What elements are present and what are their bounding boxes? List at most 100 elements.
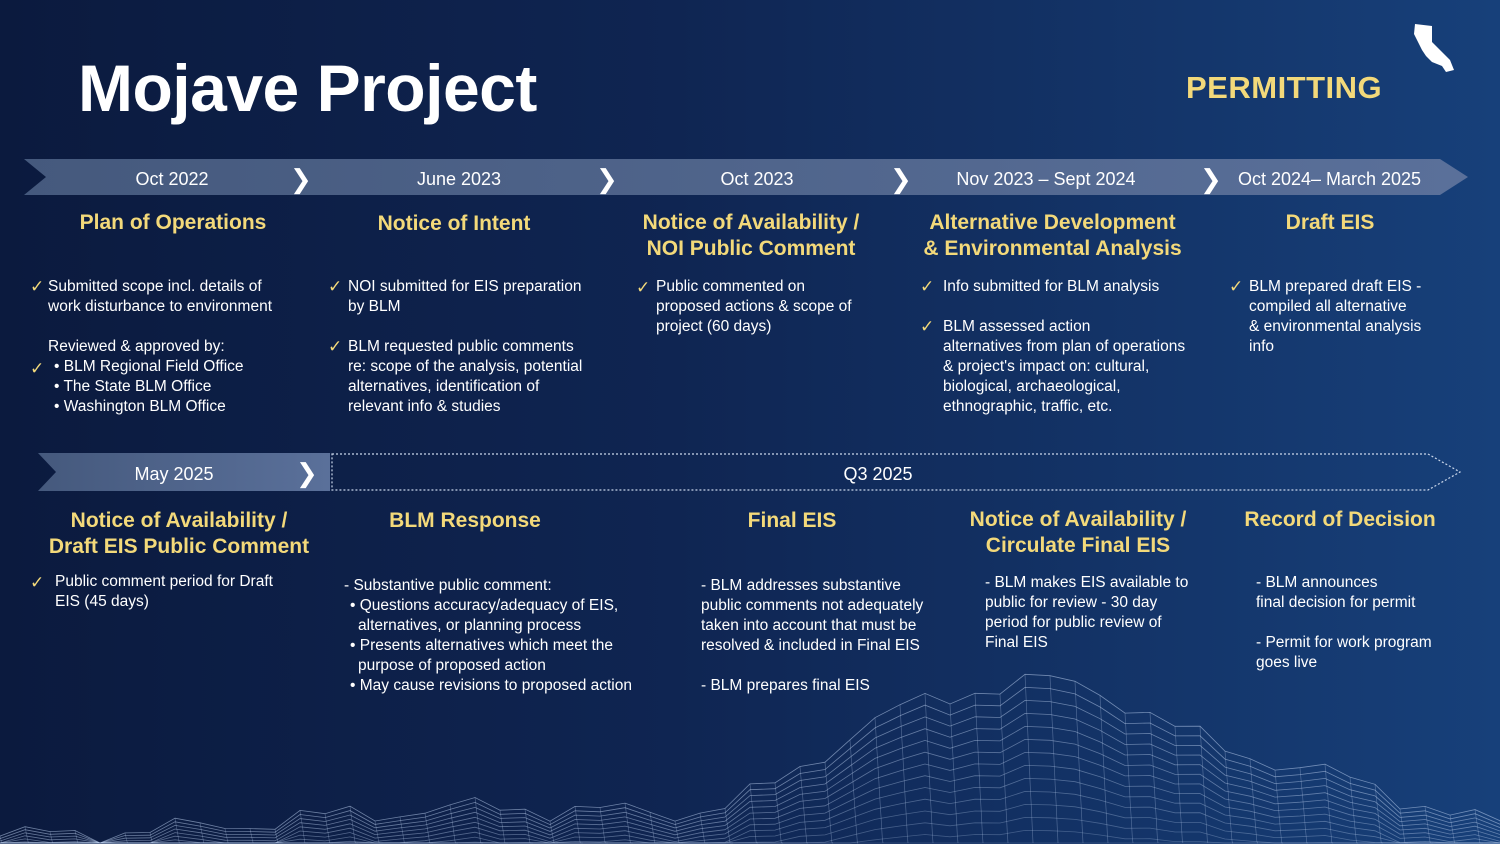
mesh-line	[1274, 770, 1283, 844]
mesh-line	[574, 806, 583, 844]
check-icon: ✓	[920, 317, 935, 336]
date-oct-2024-march-2025: Oct 2024– March 2025	[1237, 169, 1422, 189]
check-icon: ✓	[30, 573, 45, 592]
mesh-line	[1149, 712, 1159, 844]
mesh-line	[0, 816, 1500, 844]
mesh-line	[474, 797, 483, 844]
mesh-line	[1199, 726, 1209, 844]
mesh-line	[0, 673, 1500, 844]
heading-noa-noi-public-comment: Notice of Availability / NOI Public Comm…	[642, 211, 860, 260]
mesh-line	[0, 699, 1500, 844]
mesh-line	[524, 809, 533, 844]
mesh-line	[1174, 726, 1184, 844]
mesh-line	[624, 803, 633, 844]
permitting-badge: PERMITTING	[1186, 70, 1383, 105]
mesh-line	[0, 829, 1500, 844]
chevron-right-icon: ❯	[890, 164, 912, 194]
heading-blm-response: BLM Response	[389, 509, 541, 532]
timeline-band-row2	[38, 453, 1462, 491]
mesh-line	[1449, 815, 1458, 844]
mesh-line	[374, 820, 383, 844]
mesh-line	[1399, 808, 1408, 844]
heading-notice-of-intent: Notice of Intent	[377, 212, 531, 235]
date-may-2025: May 2025	[134, 464, 214, 484]
body-notice-of-intent: NOI submitted for EIS preparation by BLM…	[348, 278, 583, 415]
mesh-line	[49, 831, 58, 844]
mesh-line	[1349, 777, 1358, 844]
heading-draft-eis: Draft EIS	[1285, 211, 1375, 234]
mesh-line	[174, 818, 183, 844]
mesh-line	[924, 693, 934, 844]
body-noa-draft-eis: Public comment period for Draft EIS (45 …	[55, 573, 273, 610]
mesh-line	[0, 751, 1500, 844]
page-title: Mojave Project	[78, 51, 537, 125]
mesh-line	[0, 790, 1500, 844]
chevron-right-icon: ❯	[1200, 164, 1222, 194]
body-draft-eis: BLM prepared draft EIS - compiled all al…	[1249, 278, 1422, 355]
mesh-line	[1324, 764, 1333, 844]
mesh-line	[299, 810, 308, 844]
date-oct-2023: Oct 2023	[720, 169, 794, 189]
check-icon: ✓	[1229, 277, 1244, 296]
wireframe-mountain-graphic	[0, 673, 1500, 844]
mesh-line	[0, 738, 1500, 844]
mesh-line	[349, 806, 358, 844]
mesh-line	[824, 762, 833, 844]
mesh-line	[649, 812, 658, 844]
mesh-line	[1249, 758, 1258, 844]
mesh-line	[999, 694, 1009, 844]
mesh-line	[799, 766, 808, 844]
check-icon: ✓	[30, 277, 45, 296]
mesh-line	[0, 764, 1500, 844]
heading-final-eis: Final EIS	[747, 509, 837, 532]
mesh-line	[0, 725, 1500, 844]
mesh-line	[1074, 681, 1084, 844]
mesh-line	[0, 777, 1500, 844]
mesh-line	[249, 828, 258, 844]
mesh-line	[724, 808, 733, 844]
mesh-line	[949, 703, 959, 844]
body-final-eis: - BLM addresses substantive public comme…	[701, 577, 924, 694]
mesh-line	[149, 832, 158, 844]
body-alternative-development: Info submitted for BLM analysis BLM asse…	[943, 278, 1186, 415]
mesh-line	[0, 686, 1500, 844]
timeline-band-row1	[24, 159, 1468, 195]
check-icon: ✓	[328, 337, 343, 356]
check-icon: ✓	[636, 278, 651, 297]
body-blm-response: - Substantive public comment: • Question…	[344, 577, 632, 694]
check-icon: ✓	[328, 277, 343, 296]
check-icon: ✓	[920, 277, 935, 296]
mesh-line	[274, 829, 283, 844]
mesh-line	[1299, 767, 1308, 844]
mesh-line	[324, 813, 333, 844]
mesh-line	[74, 830, 83, 844]
mesh-line	[899, 704, 909, 844]
mesh-line	[0, 712, 1500, 844]
heading-alternative-development: Alternative Development & Environmental …	[923, 211, 1182, 260]
date-q3-2025: Q3 2025	[843, 464, 913, 484]
mesh-line	[1124, 713, 1134, 844]
mesh-line	[699, 813, 708, 844]
california-state-icon	[1414, 24, 1454, 72]
mesh-line	[849, 739, 858, 844]
date-june-2023: June 2023	[416, 169, 502, 189]
mesh-line	[549, 821, 558, 844]
mesh-line	[674, 821, 683, 844]
mesh-line	[974, 693, 984, 844]
mesh-line	[0, 803, 1500, 844]
mesh-line	[124, 832, 133, 844]
body-record-of-decision: - BLM announces final decision for permi…	[1256, 574, 1432, 671]
body-plan-of-operations: Submitted scope incl. details of work di…	[48, 278, 273, 415]
mesh-line	[199, 822, 208, 844]
heading-noa-circulate-final-eis: Notice of Availability / Circulate Final…	[969, 508, 1187, 557]
check-icon: ✓	[30, 359, 45, 378]
mesh-line	[0, 836, 8, 844]
mesh-line	[449, 804, 458, 844]
body-noa-noi: Public commented on proposed actions & s…	[656, 278, 852, 335]
chevron-right-icon: ❯	[596, 164, 618, 194]
heading-record-of-decision: Record of Decision	[1244, 508, 1436, 531]
heading-plan-of-operations: Plan of Operations	[79, 211, 267, 234]
mesh-line	[499, 810, 508, 844]
mesh-line	[1374, 784, 1383, 844]
mesh-line	[874, 717, 884, 844]
